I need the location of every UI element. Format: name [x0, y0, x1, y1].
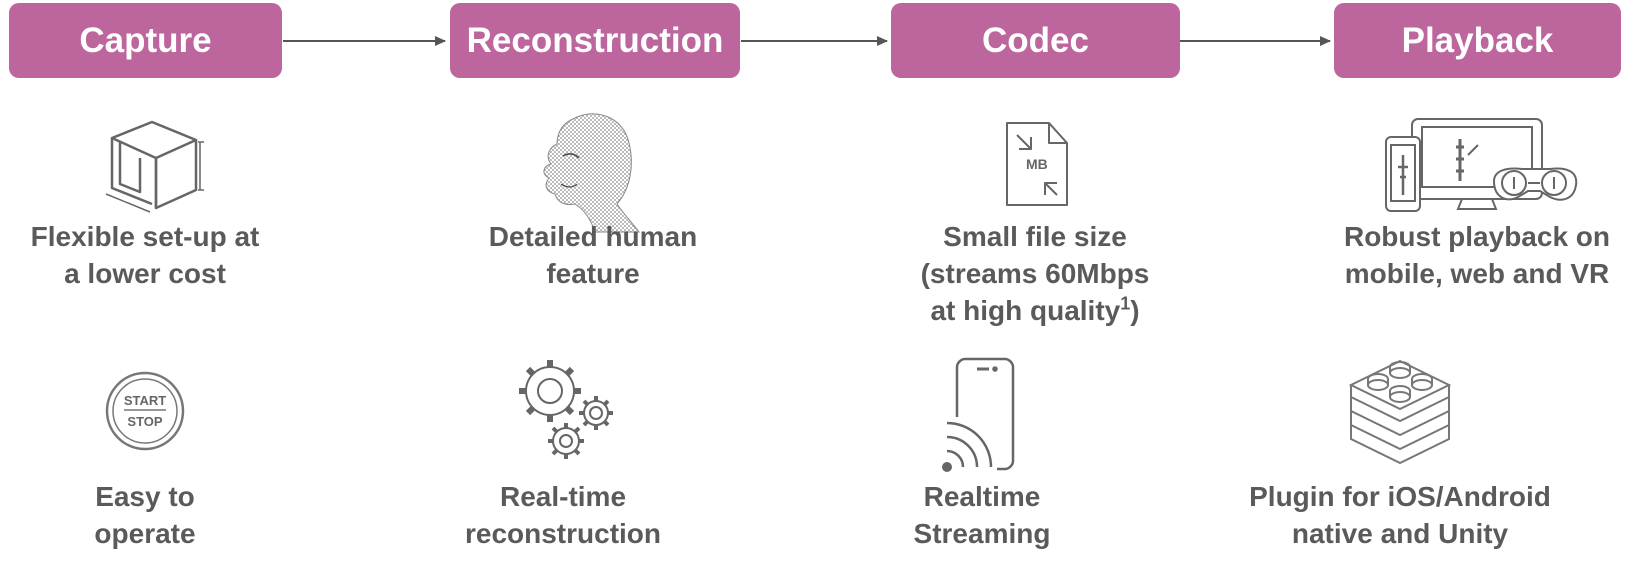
stop-label: STOP	[127, 414, 162, 429]
stage-reconstruction: Reconstruction	[450, 3, 740, 78]
room-setup-icon	[105, 120, 204, 213]
svg-text:MB: MB	[1026, 156, 1048, 172]
caption-robust-playback: Robust playback on mobile, web and VR	[1343, 221, 1611, 289]
stage-capture: Capture	[9, 3, 282, 78]
caption-small-file-size: Small file size (streams 60Mbps at high …	[920, 221, 1150, 326]
stage-playback: Playback	[1334, 3, 1621, 78]
wireframe-face-icon	[543, 113, 640, 233]
caption-realtime-reconstruction: Real-time reconstruction	[464, 481, 662, 549]
footnote-mark: 1	[1120, 293, 1131, 314]
caption-detailed-human-feature: Detailed human feature	[488, 221, 698, 289]
mb-compress-file-icon: MB	[1006, 122, 1068, 206]
caption-plugin: Plugin for iOS/Android native and Unity	[1249, 481, 1551, 549]
caption-flexible-setup: Flexible set-up at a lower cost	[30, 221, 260, 289]
caption-realtime-streaming: Realtime Streaming	[913, 481, 1051, 549]
multi-device-icon	[1385, 118, 1578, 212]
start-label: START	[124, 393, 166, 408]
stage-codec: Codec	[891, 3, 1180, 78]
caption-easy-to-operate: Easy to operate	[94, 481, 196, 549]
gears-icon	[519, 360, 613, 459]
plugin-stack-icon	[1348, 359, 1452, 465]
phone-streaming-icon	[942, 357, 1015, 472]
start-stop-button-icon: START STOP	[105, 371, 185, 451]
